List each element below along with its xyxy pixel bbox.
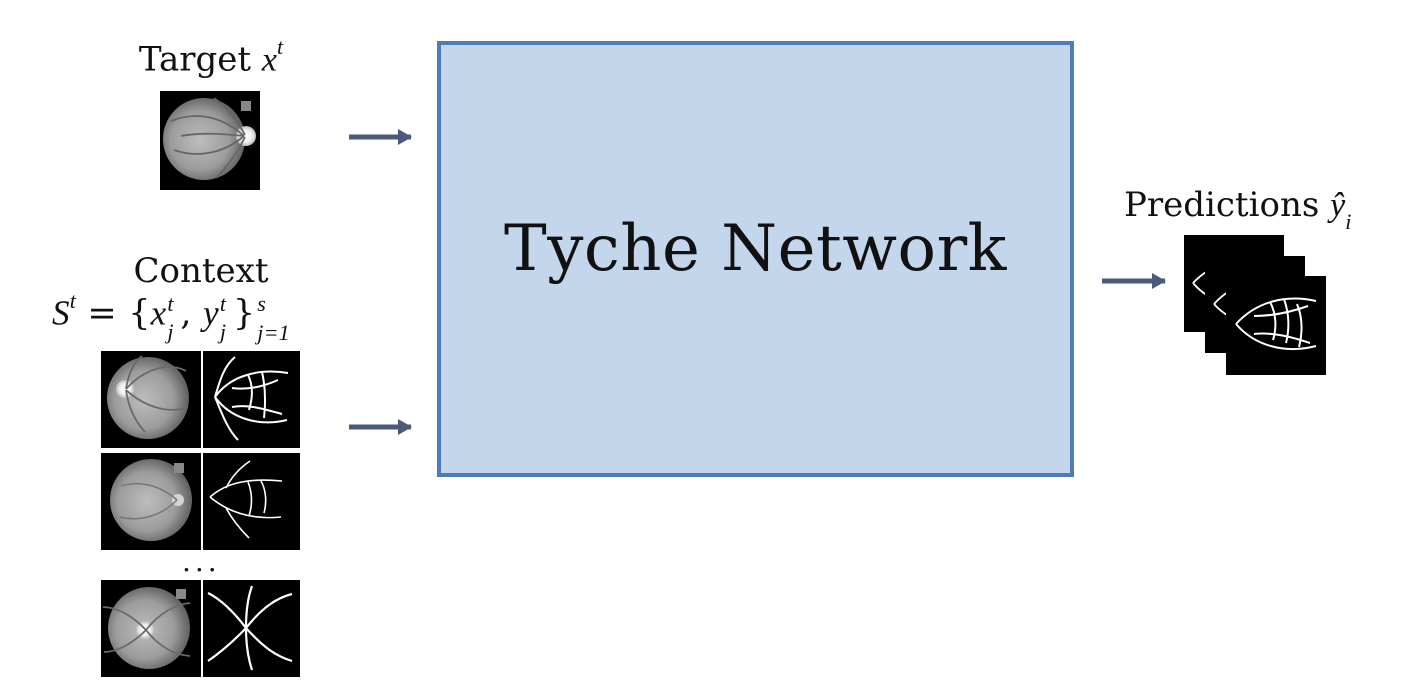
prediction-mask-3 xyxy=(1226,276,1326,375)
context-comma: , xyxy=(180,293,204,334)
predictions-label-text: Predictions xyxy=(1124,185,1320,225)
context-y-superscript: t xyxy=(219,290,227,316)
target-image xyxy=(160,91,260,190)
context-title: Context xyxy=(133,251,269,291)
context-equals: = { xyxy=(76,293,151,334)
context-image-1 xyxy=(101,351,201,448)
target-symbol: x xyxy=(261,41,277,79)
prediction-mask-2 xyxy=(1205,256,1305,353)
context-mask-1 xyxy=(203,351,300,448)
context-x-superscript: t xyxy=(167,290,174,316)
prediction-mask-stack xyxy=(1184,235,1326,375)
tyche-network-label: Tyche Network xyxy=(504,212,1007,286)
predictions-label: Predictions ŷi xyxy=(1124,185,1394,232)
target-label: Target xt xyxy=(96,36,326,80)
target-label-text: Target xyxy=(138,39,252,80)
context-ellipsis: ... xyxy=(182,545,221,578)
context-set-symbol: S xyxy=(52,293,70,333)
context-mask-2 xyxy=(203,453,300,550)
context-set-superscript: t xyxy=(69,288,77,313)
prediction-mask-1 xyxy=(1184,235,1284,332)
context-image-2 xyxy=(101,453,201,550)
context-close: } xyxy=(232,293,256,334)
target-superscript: t xyxy=(276,34,284,59)
context-y-symbol: y xyxy=(203,293,219,333)
context-lower-limit: j=1 xyxy=(257,319,290,345)
tyche-network-box: Tyche Network xyxy=(437,41,1074,477)
context-x-subscript: j xyxy=(167,318,174,344)
context-mask-3 xyxy=(203,580,300,677)
context-y-subscript: j xyxy=(219,318,227,344)
predictions-symbol: ŷ xyxy=(1330,187,1346,224)
context-upper-limit: s xyxy=(257,290,267,316)
context-x-symbol: x xyxy=(150,293,167,333)
context-image-3 xyxy=(101,580,201,677)
predictions-subscript: i xyxy=(1345,208,1352,234)
